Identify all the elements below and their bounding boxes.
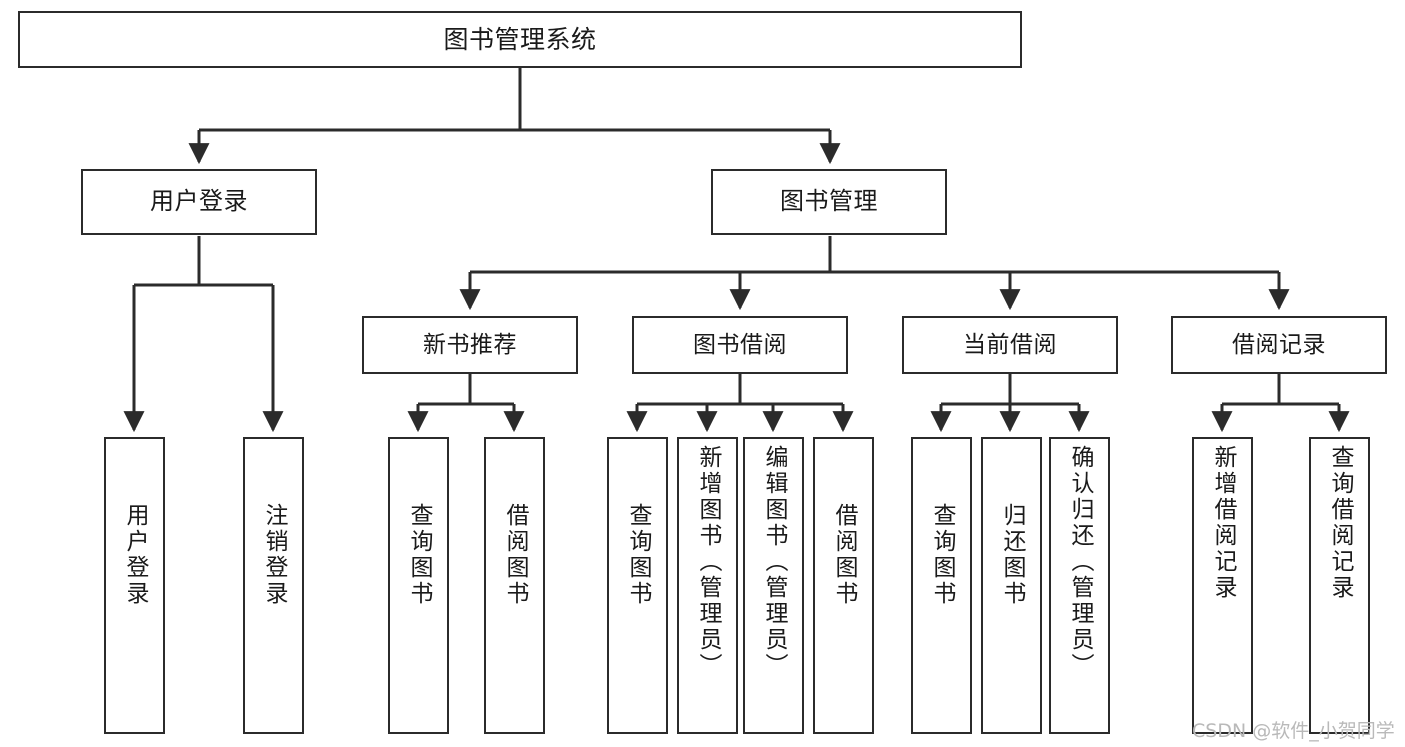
leaf-edit-book-label: 编辑图书（管理员） (761, 445, 787, 679)
leaf-borrow-book-2[interactable]: 借阅图书 (813, 437, 874, 734)
leaf-add-book[interactable]: 新增图书（管理员） (677, 437, 738, 734)
node-new-book-rec[interactable]: 新书推荐 (362, 316, 578, 374)
leaf-confirm-return-label: 确认归还（管理员） (1067, 445, 1093, 679)
leaf-query-book-2[interactable]: 查询图书 (607, 437, 668, 734)
leaf-add-book-label: 新增图书（管理员） (695, 445, 721, 679)
leaf-query-book-2-label: 查询图书 (625, 503, 651, 607)
leaf-confirm-return[interactable]: 确认归还（管理员） (1049, 437, 1110, 734)
leaf-query-book-1[interactable]: 查询图书 (388, 437, 449, 734)
node-book-borrow-label: 图书借阅 (693, 331, 787, 358)
node-current-borrow[interactable]: 当前借阅 (902, 316, 1118, 374)
leaf-borrow-book-1-label: 借阅图书 (502, 503, 528, 607)
leaf-user-login-label: 用户登录 (122, 503, 148, 607)
node-book-manage[interactable]: 图书管理 (711, 169, 947, 235)
node-borrow-record-label: 借阅记录 (1232, 331, 1326, 358)
leaf-borrow-book-1[interactable]: 借阅图书 (484, 437, 545, 734)
leaf-borrow-book-2-label: 借阅图书 (831, 503, 857, 607)
node-book-manage-label: 图书管理 (780, 187, 878, 216)
node-current-borrow-label: 当前借阅 (963, 331, 1057, 358)
leaf-query-book-1-label: 查询图书 (406, 503, 432, 607)
leaf-add-record-label: 新增借阅记录 (1210, 445, 1236, 601)
node-root-label: 图书管理系统 (443, 25, 597, 54)
leaf-add-record[interactable]: 新增借阅记录 (1192, 437, 1253, 734)
node-book-borrow[interactable]: 图书借阅 (632, 316, 848, 374)
leaf-query-book-3[interactable]: 查询图书 (911, 437, 972, 734)
node-user-login[interactable]: 用户登录 (81, 169, 317, 235)
node-borrow-record[interactable]: 借阅记录 (1171, 316, 1387, 374)
leaf-return-book[interactable]: 归还图书 (981, 437, 1042, 734)
leaf-user-login[interactable]: 用户登录 (104, 437, 165, 734)
leaf-query-record-label: 查询借阅记录 (1327, 445, 1353, 601)
node-user-login-label: 用户登录 (150, 187, 248, 216)
leaf-query-record[interactable]: 查询借阅记录 (1309, 437, 1370, 734)
node-root[interactable]: 图书管理系统 (18, 11, 1022, 68)
leaf-user-logout[interactable]: 注销登录 (243, 437, 304, 734)
leaf-user-logout-label: 注销登录 (261, 503, 287, 607)
node-new-book-rec-label: 新书推荐 (423, 331, 517, 358)
csdn-watermark: CSDN @软件_小贺同学 (1192, 720, 1395, 742)
leaf-query-book-3-label: 查询图书 (929, 503, 955, 607)
leaf-edit-book[interactable]: 编辑图书（管理员） (743, 437, 804, 734)
leaf-return-book-label: 归还图书 (999, 503, 1025, 607)
